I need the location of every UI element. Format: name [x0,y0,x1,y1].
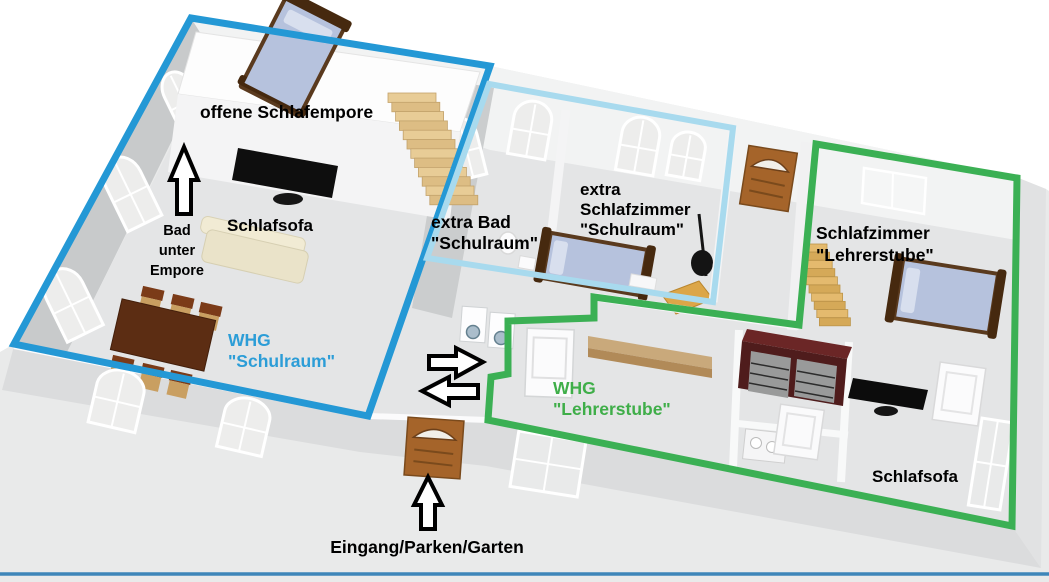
window-back-3 [664,130,707,183]
zone-outline-whg-schulraum [8,14,495,421]
dining-table [109,298,217,372]
counter-top [588,336,712,369]
bed-schulraum-extra [533,226,656,302]
wall-room-b [837,341,853,483]
wardrobe-slat-6 [794,390,834,399]
door-white-1-panel [781,412,817,450]
window-back-1 [505,99,554,162]
window-front-3 [508,429,588,499]
wardrobe-door-1 [748,351,791,398]
bath-item [517,255,537,271]
hall-door [738,144,799,213]
staircase-hall [795,243,851,327]
window-lehrerstube-mullion [891,171,894,210]
bed-lehrerstube [884,252,1007,339]
tv-schlafsofa-stand [874,406,898,416]
arrow-left-icon [417,373,480,409]
arrow-up-eingang-icon [410,472,446,531]
wall-room-a [729,329,743,469]
tv-empore [232,148,338,198]
label-whg-lehrerstube: WHG"Lehrerstube" [553,378,671,419]
wardrobe-door-2 [794,359,837,403]
wardrobe-slat-4 [796,370,836,379]
wardrobe-slat-3 [748,382,788,391]
label-whg-schulraum: WHG"Schulraum" [228,330,335,371]
window-back-2 [613,115,662,178]
tv-schlafsofa [848,378,928,410]
fan-body [691,250,713,276]
bed-empore [237,0,352,119]
wardrobe-slat-5 [795,380,835,389]
label-extra-bad-schulraum: extra Bad"Schulraum" [431,212,538,253]
cabinet-panel [531,336,568,380]
wardrobe-slat-2 [749,372,789,381]
counter-front [588,348,712,378]
door-white-2-panel [940,370,978,416]
wardrobe-top [742,329,852,359]
window-lehrerstube [860,166,928,216]
label-schlafsofa-links: Schlafsofa [227,216,314,235]
label-schlafsofa-rechts: Schlafsofa [872,467,959,486]
empore-front [168,94,460,220]
sink-1 [750,437,762,449]
window-front-1 [86,368,146,435]
label-offene-schlafempore: offene Schlafempore [200,102,373,122]
zone-outline-extra-schulraum [422,80,737,306]
sofa-base [201,229,309,284]
label-eingang-parken-garten: Eingang/Parken/Garten [330,537,524,557]
tv-empore-stand [273,193,303,205]
toilet [498,231,518,255]
wall-hall-right [787,141,811,331]
right-end-wall [1012,177,1046,568]
wardrobe-slat-1 [750,362,790,371]
bench [628,273,658,291]
window-right-end [966,416,1016,512]
entrance-door [403,416,465,480]
label-schlafzimmer-lehrerstube: Schlafzimmer"Lehrerstube" [816,223,934,265]
arrow-up-bad-icon [166,141,202,216]
door-white-2 [931,361,987,427]
washer-1-door [465,324,481,340]
cabinet [524,327,575,399]
door-white-1 [772,403,826,461]
zone-outline-whg-lehrerstube [484,139,1021,531]
arrow-right-icon [427,344,488,381]
window-front-2 [214,396,272,459]
